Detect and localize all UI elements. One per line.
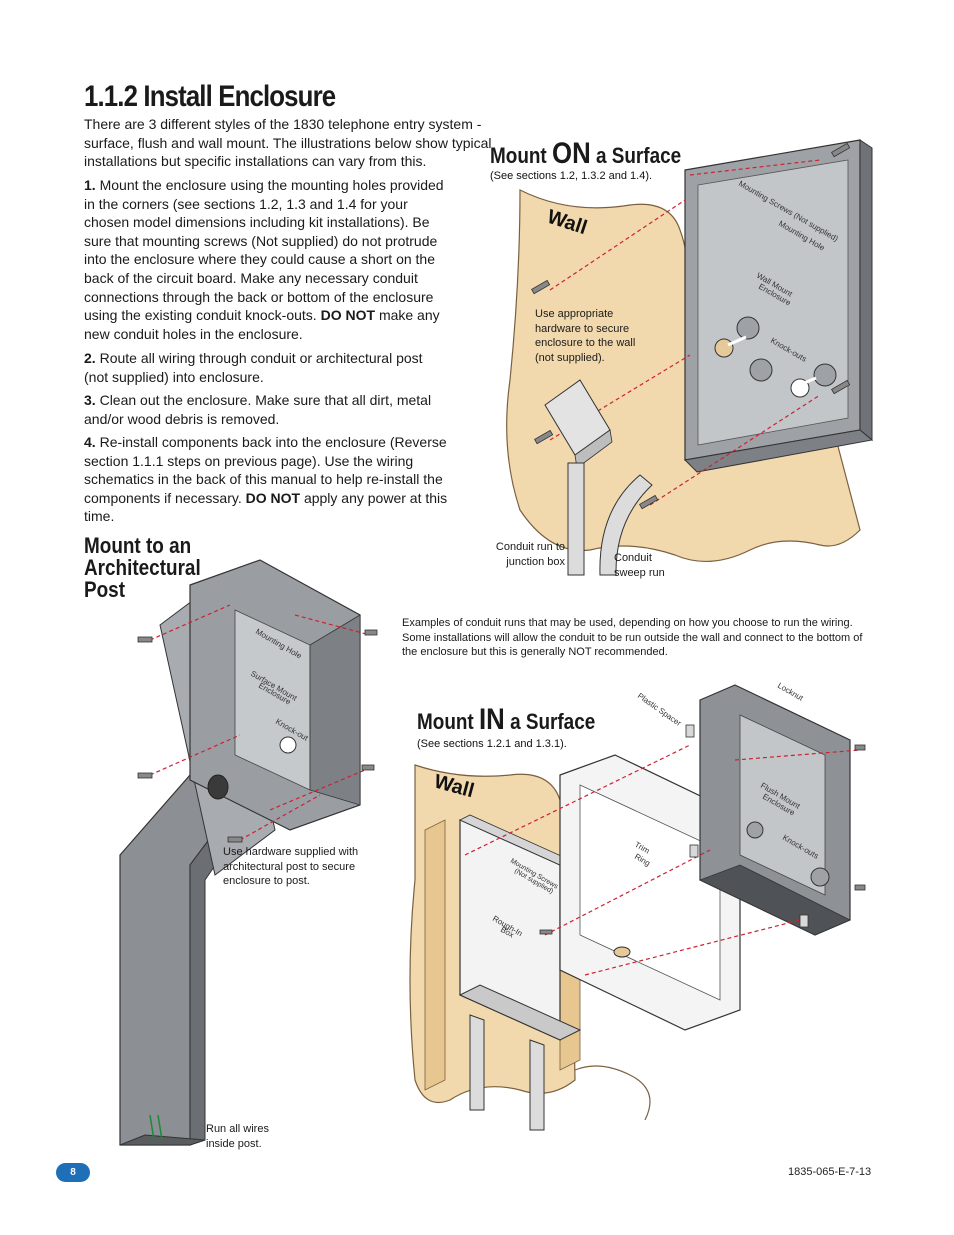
step-1: 1. Mount the enclosure using the mountin… — [84, 176, 449, 343]
knock-out — [207, 774, 229, 800]
mounting-screws — [539, 744, 866, 935]
screw-guide-lines — [549, 159, 821, 506]
step-text-end: apply any power at this time. — [84, 489, 448, 525]
step-text: Route all wiring through conduit or arch… — [84, 350, 423, 385]
step-4: 4. Re-install components back into the e… — [84, 433, 449, 526]
conduit-sweep — [599, 474, 653, 576]
post-wires-note: Run all wires inside post. — [206, 1123, 269, 1150]
knock-out — [736, 316, 760, 340]
arrow-icon — [727, 335, 747, 347]
step-text: Mount the enclosure using the mounting h… — [84, 177, 444, 324]
step-number: 2. — [84, 350, 96, 366]
knock-out — [714, 338, 734, 358]
knock-out — [746, 821, 764, 839]
screw-guide-lines — [464, 744, 861, 976]
plastic-spacer-label: Plastic Spacer — [636, 691, 683, 728]
conduit-sweep-label: Conduit sweep run — [614, 552, 665, 579]
step-2: 2. Route all wiring through conduit or a… — [84, 349, 449, 386]
conduit-run-label: Conduit run to junction box — [495, 541, 565, 568]
mount-in-ref: (See sections 1.2.1 and 1.3.1). — [417, 738, 567, 750]
wall-surface — [506, 189, 861, 563]
conduit-run — [529, 1039, 545, 1131]
step-text: Re-install components back into the encl… — [84, 434, 447, 506]
step-number: 3. — [84, 392, 96, 408]
step-text-end: make any new conduit holes in the enclos… — [84, 307, 440, 342]
mounting-screws — [137, 629, 378, 843]
mount-in-heading: Mount IN a Surface — [417, 703, 596, 736]
mount-on-heading: Mount ON a Surface — [490, 137, 682, 170]
mount-in-illustration: Plastic Spacer Locknut Flush Mount Enclo… — [409, 681, 866, 1131]
step-number: 4. — [84, 434, 96, 450]
page-number-badge: 8 — [56, 1163, 90, 1182]
post-hardware-note: Use hardware supplied with architectural… — [223, 846, 359, 887]
document-code: 1835-065-E-7-13 — [788, 1166, 872, 1178]
knock-out — [810, 867, 830, 887]
step-number: 1. — [84, 177, 96, 193]
hardware-note: Use appropriate hardware to secure enclo… — [535, 308, 636, 364]
examples-note: Examples of conduit runs that may be use… — [402, 617, 863, 658]
mounting-screws — [531, 142, 851, 510]
intro-paragraph: There are 3 different styles of the 1830… — [84, 116, 492, 170]
step-text: Clean out the enclosure. Make sure that … — [84, 392, 432, 427]
conduit-run — [567, 462, 585, 576]
screw-guide-lines — [149, 604, 371, 841]
step-3: 3. Clean out the enclosure. Make sure th… — [84, 391, 449, 428]
wires-icon — [149, 1114, 163, 1141]
mount-on-illustration: Mounting Screws (Not supplied) Mounting … — [506, 139, 874, 576]
page-title: 1.1.2 Install Enclosure — [84, 80, 336, 113]
plastic-spacers — [685, 724, 809, 928]
arrow-icon — [796, 376, 817, 388]
conduit-run — [469, 1014, 485, 1111]
enclosure-inner — [697, 159, 849, 446]
step-emphasis: DO NOT — [320, 307, 376, 324]
mount-on-ref: (See sections 1.2, 1.3.2 and 1.4). — [490, 170, 653, 182]
post-illustration: Mounting Hole Surface Mount Enclosure Kn… — [119, 559, 378, 1146]
locknut-label: Locknut — [776, 681, 805, 703]
mount-post-heading: Mount to an Architectural Post — [84, 533, 201, 602]
step-emphasis: DO NOT — [245, 489, 301, 506]
